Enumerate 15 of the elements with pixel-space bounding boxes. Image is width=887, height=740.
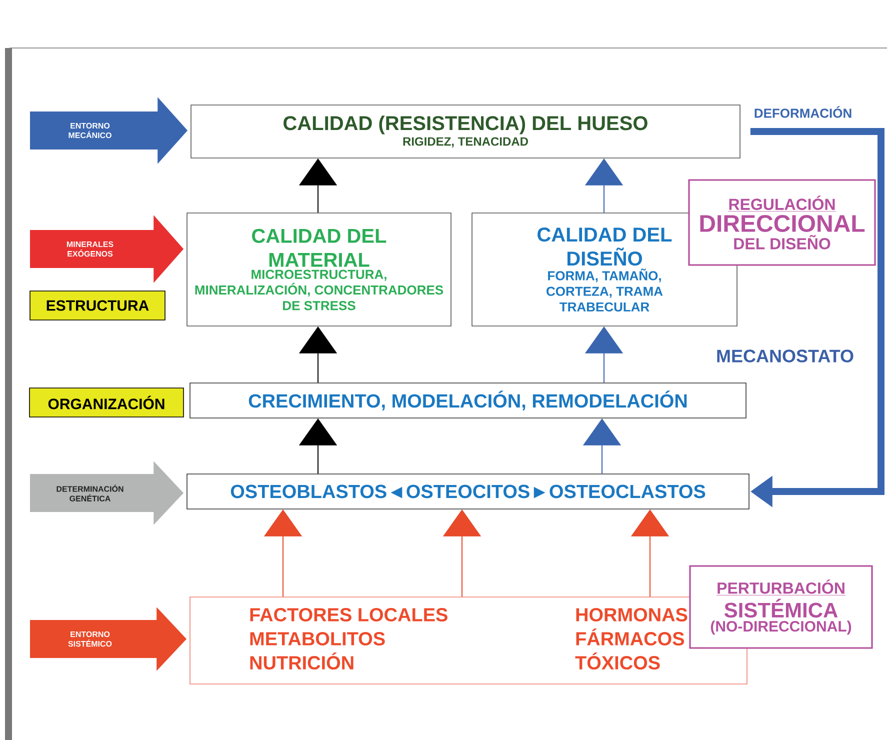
quality-box: CALIDAD (RESISTENCIA) DEL HUESO RIGIDEZ, TENACIDAD	[190, 104, 740, 158]
edge-label: ENTORNO SISTÉMICO	[68, 631, 112, 647]
process-box: CRECIMIENTO, MODELACIÓN, REMODELACIÓN	[190, 382, 746, 418]
edge-label: MINERALES EXÓGENOS	[66, 241, 114, 257]
edge-label: MECANOSTATO	[717, 350, 854, 362]
edge-label: ENTORNO MECÁNICO	[68, 122, 112, 138]
level-tag: ORGANIZACIÓN	[29, 388, 184, 418]
note-label: DEFORMACIÓN	[754, 106, 852, 118]
edge-label: DETERMINACIÓN GENÉTICA	[56, 484, 124, 502]
level-tag: ESTRUCTURA	[30, 290, 166, 320]
cell-box: OSTEOBLASTOS◄OSTEOCITOS►OSTEOCLASTOS	[186, 474, 750, 510]
feedback-arrow	[750, 128, 884, 508]
perturbation-box: PERTURBACIÓN SISTÉMICA (NO-DIRECCIONAL)	[689, 565, 873, 649]
quality-box: CALIDAD DEL MATERIAL MICROESTRUCTURA, MINERALIZACIÓN, CONCENTRADORES DE STRESS	[186, 212, 452, 326]
regulation-box: REGULACIÓN DIRECCIONAL DEL DISEÑO	[688, 179, 876, 266]
